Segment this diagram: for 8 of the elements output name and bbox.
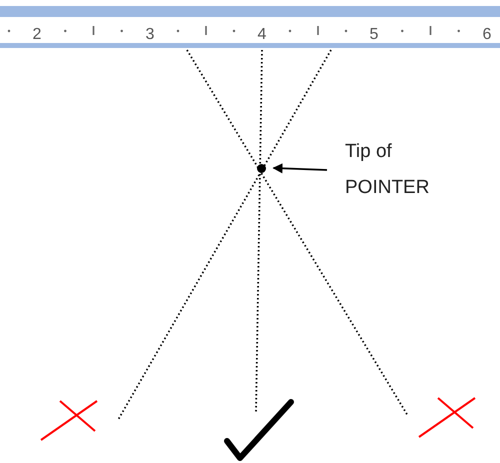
pointer-tip-dot	[256, 164, 266, 172]
ruler-number: 3	[146, 27, 154, 43]
ruler-number: 6	[482, 27, 492, 43]
arrow	[272, 163, 328, 174]
callout-text: Tip of POINTER	[345, 134, 445, 206]
ruler-number: 2	[32, 27, 42, 43]
ruler-number: 4	[258, 27, 266, 43]
ruler-number: 5	[370, 27, 378, 43]
